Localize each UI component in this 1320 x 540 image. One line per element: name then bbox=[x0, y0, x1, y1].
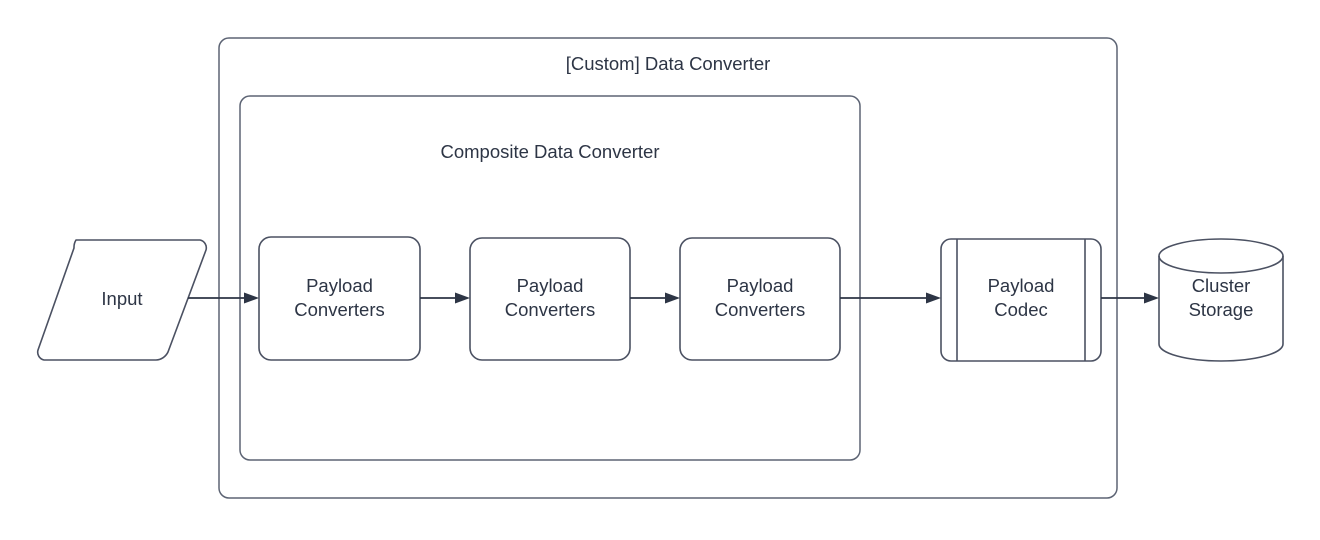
connector-payload-converters-2-to-3 bbox=[630, 292, 680, 304]
container-custom-data-converter[interactable] bbox=[218, 37, 1118, 499]
connector-input-to-payload-converters-1 bbox=[188, 292, 259, 304]
connector-payload-codec-to-cluster-storage bbox=[1101, 292, 1159, 304]
node-payload-converters-3-shape[interactable] bbox=[679, 237, 841, 361]
connector-payload-converters-3-to-payload-codec bbox=[840, 292, 941, 304]
node-payload-codec-shape[interactable] bbox=[940, 238, 1102, 362]
node-cluster-storage-shape[interactable] bbox=[1158, 238, 1284, 362]
node-cluster-storage-top-ellipse bbox=[1158, 255, 1284, 274]
node-payload-converters-2-shape[interactable] bbox=[469, 237, 631, 361]
connector-payload-converters-1-to-2 bbox=[420, 292, 470, 304]
node-payload-converters-1-shape[interactable] bbox=[258, 236, 421, 361]
node-input-shape[interactable] bbox=[36, 239, 208, 361]
container-composite-data-converter[interactable] bbox=[239, 95, 861, 461]
